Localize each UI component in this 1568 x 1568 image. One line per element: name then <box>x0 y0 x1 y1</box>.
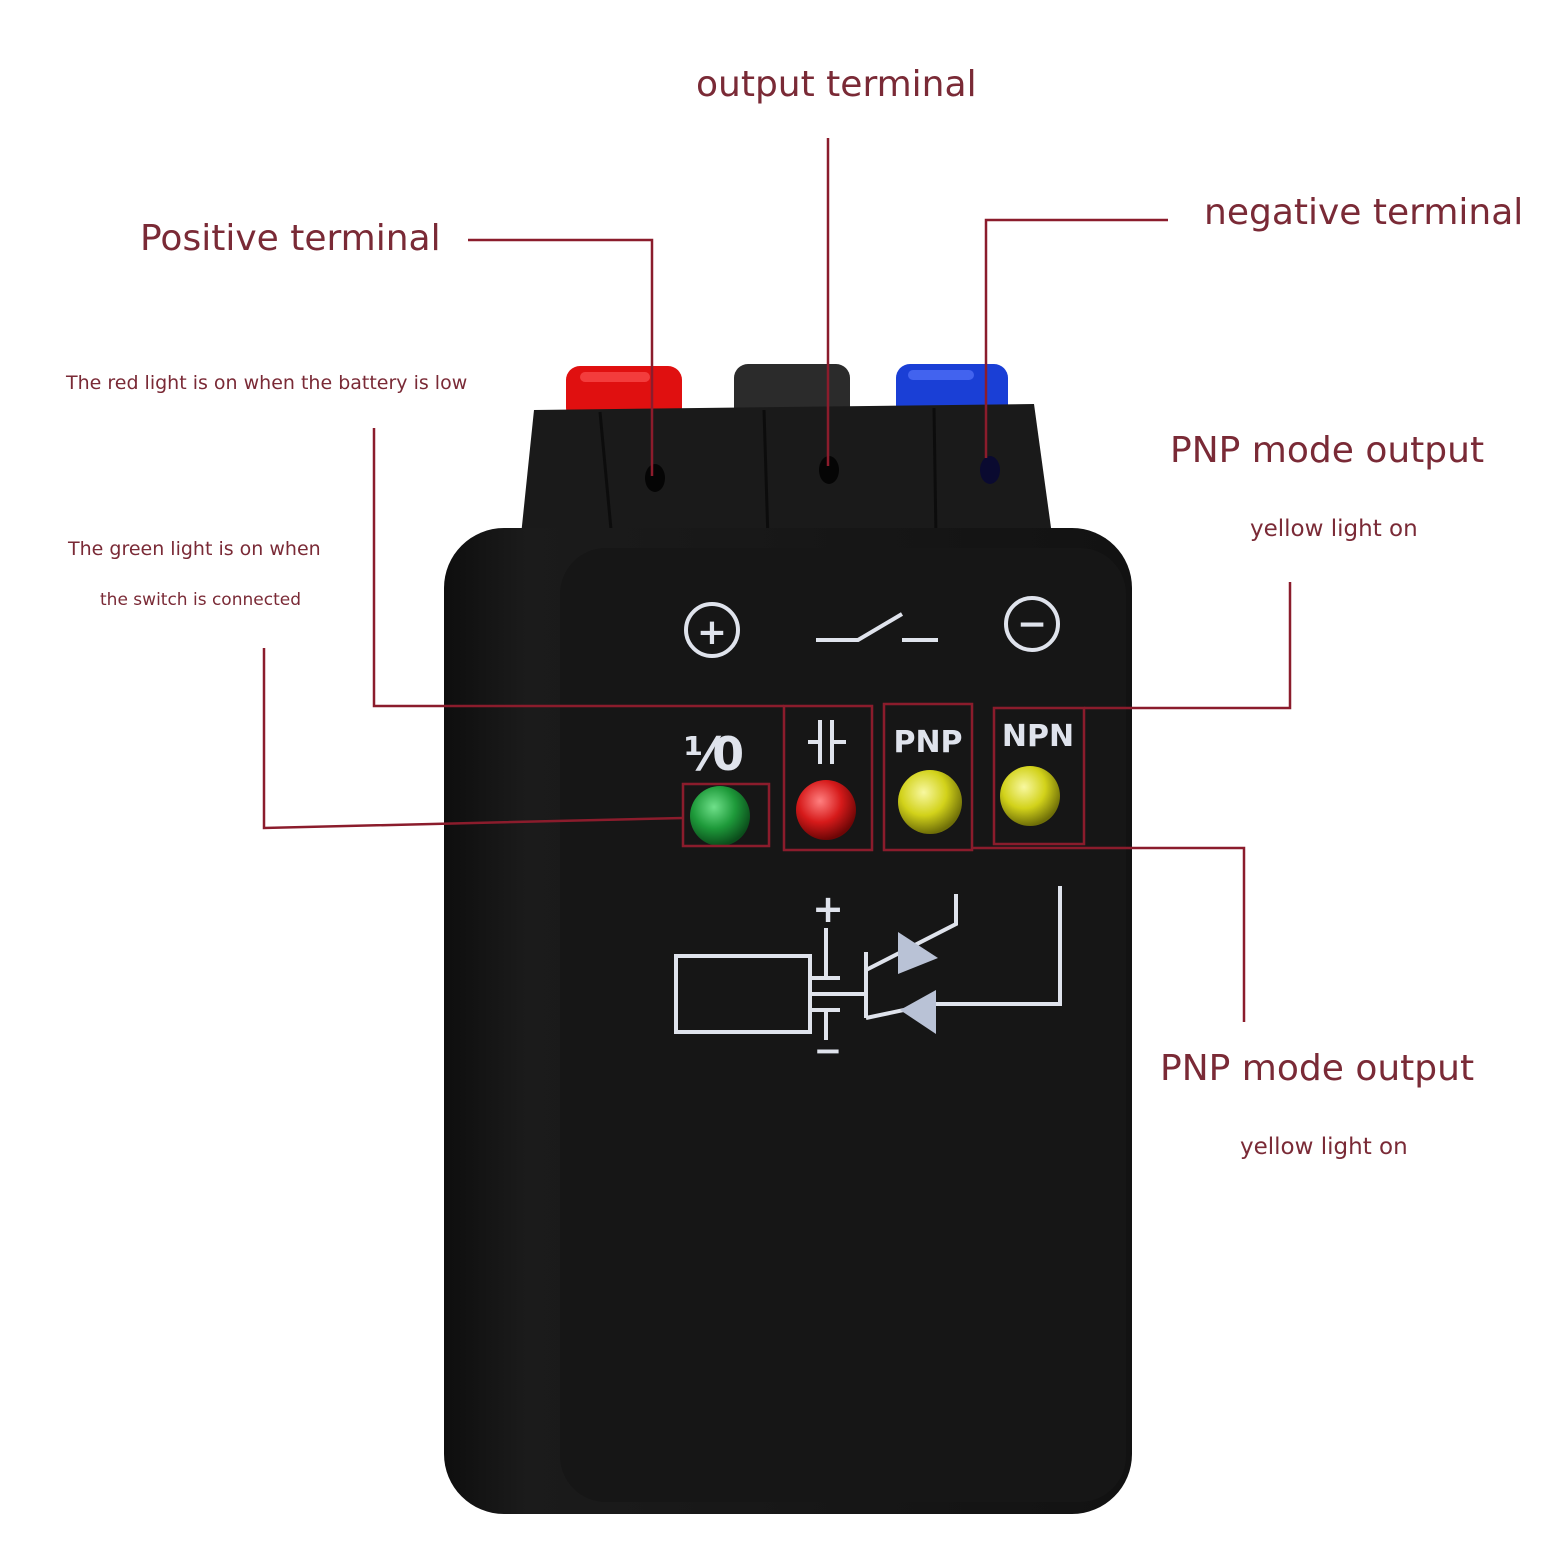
callout-boxes <box>681 702 1086 852</box>
callout-green-light-line1: The green light is on when <box>68 538 321 560</box>
callout-output-terminal: output terminal <box>696 64 977 105</box>
label-npn: NPN <box>1002 719 1074 754</box>
schematic-arrow-lower <box>900 990 936 1034</box>
line-positive <box>468 238 654 476</box>
callout-negative-terminal: negative terminal <box>1204 192 1524 233</box>
line-negative <box>984 218 1168 458</box>
plus-circle-icon <box>684 602 740 658</box>
callout-pnp-top-sub: yellow light on <box>1250 516 1418 542</box>
schematic-minus: − <box>814 1031 843 1071</box>
callout-red-light: The red light is on when the battery is … <box>66 372 468 394</box>
socket-negative <box>980 456 1000 484</box>
line-pnp-top <box>1084 582 1292 710</box>
label-pnp: PNP <box>893 725 962 760</box>
blue-button-highlight <box>908 370 974 380</box>
led-green <box>690 786 750 846</box>
callout-positive-terminal: Positive terminal <box>140 218 441 259</box>
socket-positive <box>645 464 665 492</box>
label-ratio: ⅟0 <box>684 727 744 781</box>
minus-circle-icon <box>1004 596 1060 652</box>
led-yellow-pnp <box>898 770 962 834</box>
callout-pnp-top-title: PNP mode output <box>1170 430 1485 471</box>
switch-icon <box>816 612 938 642</box>
callout-pnp-bottom-sub: yellow light on <box>1240 1134 1408 1160</box>
capacitor-icon <box>808 720 846 764</box>
callout-pnp-bottom-title: PNP mode output <box>1160 1048 1475 1089</box>
line-red-light <box>372 428 784 708</box>
red-button-highlight <box>580 372 650 382</box>
plus-symbol: + <box>697 612 727 653</box>
schematic-arrow-upper <box>898 932 938 974</box>
callout-green-light-line2: the switch is connected <box>100 590 301 610</box>
line-pnp-bottom <box>972 846 1246 1022</box>
callout-lines <box>262 138 1292 1022</box>
led-yellow-npn <box>1000 766 1060 826</box>
sensor-schematic <box>674 886 1062 1040</box>
schematic-plus: + <box>812 887 844 931</box>
minus-symbol: − <box>1017 604 1047 645</box>
line-green-light <box>262 648 684 830</box>
device-front-face <box>560 548 1126 1502</box>
socket-output <box>819 456 839 484</box>
led-red <box>796 780 856 840</box>
